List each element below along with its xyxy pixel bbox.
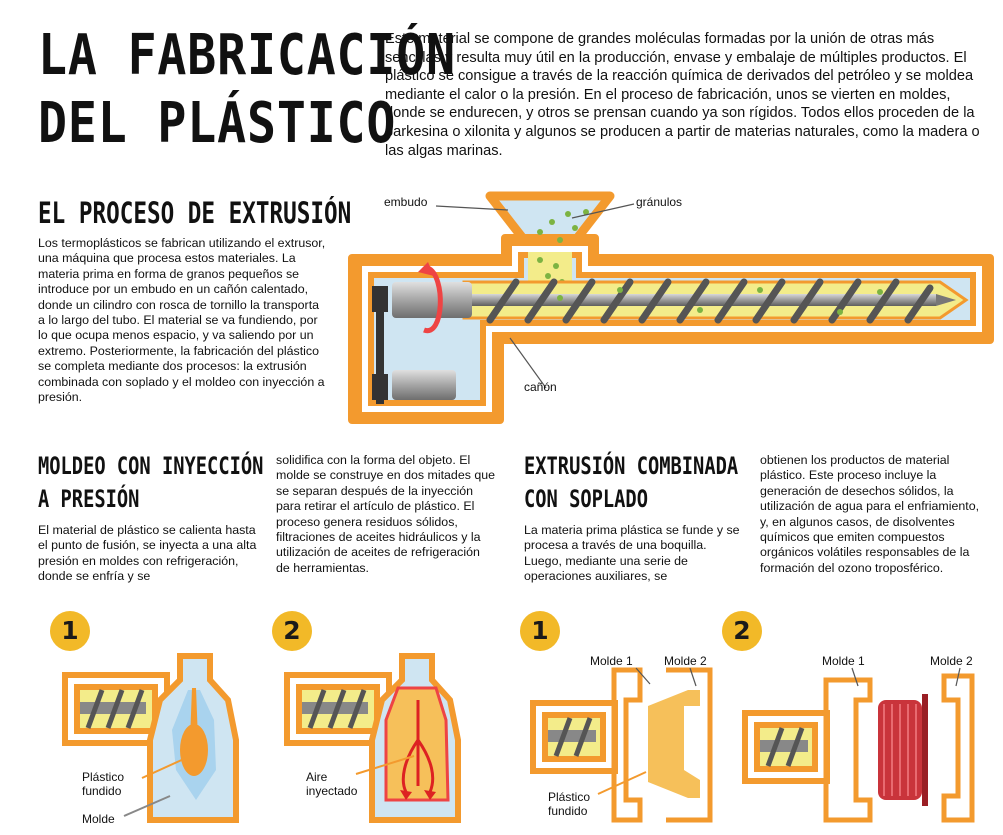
soplado-diagram-1 [530,667,713,823]
moldeo-label-molde: Molde [82,812,115,826]
label-embudo: embudo [384,195,428,209]
title-line-2: DEL PLÁSTICO [38,91,397,156]
moldeo-diagram-1 [62,653,239,823]
soplado1-label-molde2: Molde 2 [664,654,707,668]
moldeo-label-plastico-line-2: fundido [82,784,122,798]
soplado-step-1-badge: 1 [520,611,560,651]
moldeo-step-2-badge: 2 [272,611,312,651]
moldeo-text-2: solidifica con la forma del objeto. El m… [276,453,496,575]
moldeo-heading-line-1: MOLDEO CON INYECCIÓN [38,452,264,480]
soplado-label-plastico: Plástico fundido [548,790,590,818]
soplado-text-1: La materia prima plástica se funde y se … [524,523,740,584]
soplado-heading-line-2: CON SOPLADO [524,485,648,513]
extrusion-text: Los termoplásticos se fabrican utilizand… [38,236,326,405]
intro-paragraph: Este material se compone de grandes molé… [385,31,980,159]
soplado-heading-line-1: EXTRUSIÓN COMBINADA [524,452,739,480]
moldeo-step-1-badge: 1 [50,611,90,651]
moldeo-label-aire-line-2: inyectado [306,784,358,798]
soplado-step-2-badge: 2 [722,611,762,651]
moldeo-label-aire-line-1: Aire [306,770,328,784]
moldeo-diagram-2 [284,653,461,823]
moldeo-heading: MOLDEO CON INYECCIÓN A PRESIÓN [38,450,263,516]
moldeo-label-plastico: Plástico fundido [82,770,124,798]
soplado-diagram-2 [742,667,975,823]
title-line-1: LA FABRICACIÓN [38,23,456,88]
soplado-label-plastico-line-2: fundido [548,804,588,818]
soplado-text-2: obtienen los productos de material plást… [760,453,980,575]
moldeo-label-plastico-line-1: Plástico [82,770,125,784]
soplado2-label-molde2: Molde 2 [930,654,973,668]
soplado2-label-molde1: Molde 1 [822,654,865,668]
extrusion-heading: EL PROCESO DE EXTRUSIÓN [38,196,352,230]
label-granulos: gránulos [636,195,683,209]
moldeo-label-aire: Aire inyectado [306,770,357,798]
soplado-heading: EXTRUSIÓN COMBINADA CON SOPLADO [524,450,738,516]
moldeo-text-1: El material de plástico se calienta hast… [38,523,257,584]
label-canon: cañón [524,380,557,394]
page-title: LA FABRICACIÓN DEL PLÁSTICO [38,22,456,158]
soplado-label-plastico-line-1: Plástico [548,790,591,804]
moldeo-heading-line-2: A PRESIÓN [38,485,140,513]
soplado1-label-molde1: Molde 1 [590,654,633,668]
